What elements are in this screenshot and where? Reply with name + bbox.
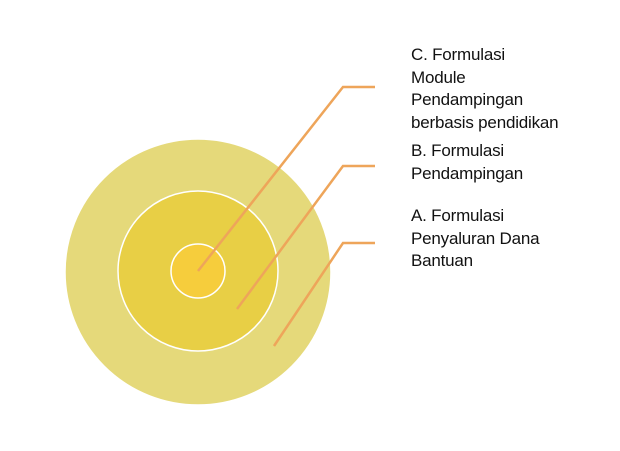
label-b-line: B. Formulasi bbox=[411, 141, 505, 160]
connector-b bbox=[235, 164, 375, 310]
label-b-line: Pendampingan bbox=[411, 163, 523, 183]
label-c-line: berbasis pendidikan bbox=[411, 112, 559, 132]
connector-c bbox=[197, 85, 375, 272]
label-b: B. Formulasi Pendampingan bbox=[411, 140, 523, 185]
label-c-line: C. Formulasi bbox=[411, 45, 505, 64]
label-a-line: A. Formulasi bbox=[411, 206, 505, 225]
label-a-line: Bantuan bbox=[411, 251, 473, 270]
label-c: C. Formulasi Module Pendampingan berbasi… bbox=[411, 44, 559, 134]
label-c-line: Module bbox=[411, 67, 466, 87]
connector-a bbox=[272, 241, 375, 347]
label-a-line: Penyaluran Dana bbox=[411, 228, 540, 248]
label-c-line: Pendampingan bbox=[411, 90, 523, 109]
label-a: A. Formulasi Penyaluran Dana Bantuan bbox=[411, 205, 540, 273]
